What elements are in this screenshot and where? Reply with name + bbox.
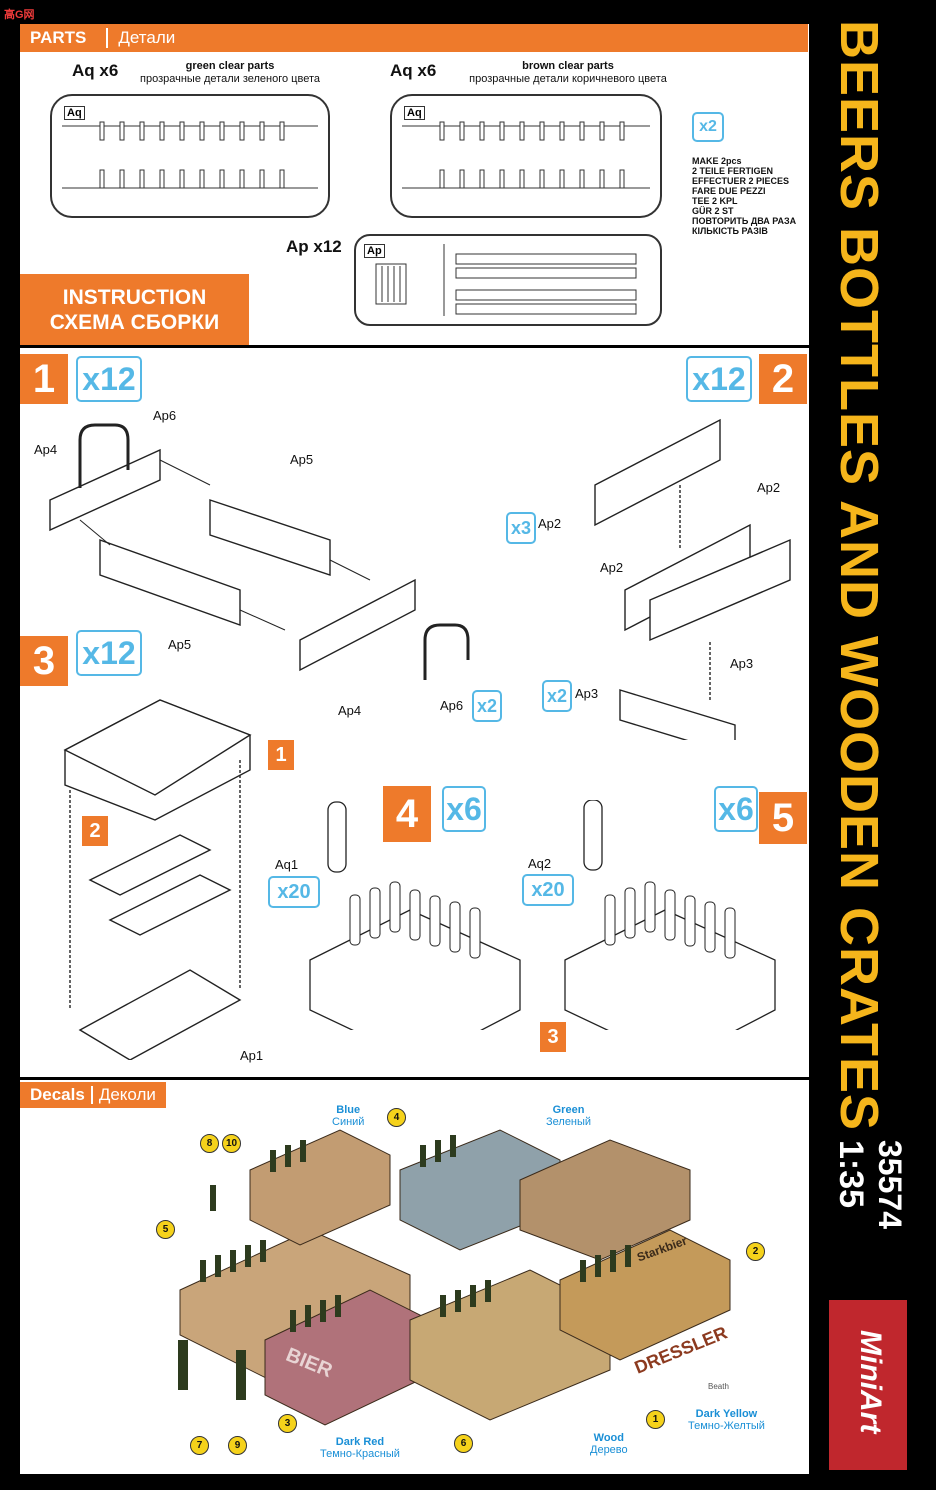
label-ap5-bottom: Ap5 bbox=[168, 637, 192, 652]
aq1-multiplier: x20 bbox=[268, 876, 320, 908]
sprue-aq-brown-caption: Aq x6 brown clear parts прозрачные детал… bbox=[390, 60, 667, 85]
sub-2-badge: 2 bbox=[82, 816, 108, 846]
ap2-multiplier: x3 bbox=[506, 512, 536, 544]
parts-title: PARTS bbox=[30, 28, 87, 47]
label-aq2: Aq2 bbox=[528, 856, 552, 871]
sprue-code: Aq bbox=[64, 106, 85, 120]
aq2-multiplier: x20 bbox=[522, 874, 574, 906]
sprue-ap-caption: Ap x12 bbox=[286, 237, 342, 256]
vertical-product-title: BEERS BOTTLES AND WOODEN CRATES bbox=[829, 20, 889, 1132]
ap6-multiplier: x2 bbox=[472, 690, 502, 722]
label-ap3-a: Ap3 bbox=[730, 656, 754, 671]
callout-3: 3 bbox=[278, 1414, 297, 1433]
step-5-multiplier: x6 bbox=[714, 786, 758, 832]
label-ap2-a: Ap2 bbox=[538, 516, 562, 531]
sprue-code: Ap bbox=[364, 244, 385, 258]
callout-9: 9 bbox=[228, 1436, 247, 1455]
header-divider bbox=[106, 28, 109, 48]
decals-header: Decals Деколи bbox=[20, 1082, 166, 1108]
label-ap4: Ap4 bbox=[34, 442, 58, 457]
step-3-number: 3 bbox=[20, 636, 68, 686]
label-ap5-top: Ap5 bbox=[290, 452, 314, 467]
watermark: 高G网 bbox=[4, 9, 35, 21]
step-4-number: 4 bbox=[383, 786, 431, 842]
miniart-logo: MiniArt bbox=[829, 1300, 907, 1470]
section-divider-top bbox=[20, 345, 809, 348]
callout-8: 8 bbox=[200, 1134, 219, 1153]
callout-6: 6 bbox=[454, 1434, 473, 1453]
label-ap4-right: Ap4 bbox=[338, 703, 362, 718]
step-1-drawing bbox=[49, 423, 470, 680]
label-ap2-b: Ap2 bbox=[600, 560, 624, 575]
step-2-multiplier: x12 bbox=[686, 356, 752, 402]
sprue-bottles bbox=[402, 121, 650, 189]
sprue-code: Aq bbox=[404, 106, 425, 120]
step-1-multiplier: x12 bbox=[76, 356, 142, 402]
sub-3-badge: 3 bbox=[540, 1022, 566, 1052]
parts-header: PARTS Детали bbox=[20, 24, 808, 52]
product-scale-catalog: 35574 1:35 bbox=[820, 1140, 910, 1250]
step-3-drawing bbox=[63, 699, 252, 1060]
step-2-drawing bbox=[594, 418, 791, 740]
sprue-parts bbox=[375, 244, 637, 316]
callout-1: 1 bbox=[646, 1410, 665, 1429]
callout-5: 5 bbox=[156, 1220, 175, 1239]
crates-with-bottles-drawing bbox=[309, 800, 776, 1030]
callout-2: 2 bbox=[746, 1242, 765, 1261]
section-divider-bottom bbox=[20, 1077, 809, 1080]
callout-10: 10 bbox=[222, 1134, 241, 1153]
crate-text-brand: Beath bbox=[708, 1382, 729, 1391]
callout-7: 7 bbox=[190, 1436, 209, 1455]
step-5-number: 5 bbox=[759, 792, 807, 844]
step-1-number: 1 bbox=[20, 354, 68, 404]
label-ap2-c: Ap2 bbox=[757, 480, 781, 495]
sprue-aq-brown: Aq bbox=[390, 94, 662, 218]
sprue-aq-green: Aq bbox=[50, 94, 330, 218]
sprue-bottles bbox=[62, 121, 318, 189]
sub-1-badge: 1 bbox=[268, 740, 294, 770]
label-ap6-right: Ap6 bbox=[440, 698, 464, 713]
label-ap1: Ap1 bbox=[240, 1048, 264, 1063]
callout-4: 4 bbox=[387, 1108, 406, 1127]
scale: 1:35 bbox=[832, 1140, 870, 1209]
step-2-number: 2 bbox=[759, 354, 807, 404]
label-ap3-b: Ap3 bbox=[575, 686, 599, 701]
instruction-banner: INSTRUCTION СХЕМА СБОРКИ bbox=[20, 274, 249, 346]
step-4-multiplier: x6 bbox=[442, 786, 486, 832]
catalog-number: 35574 bbox=[872, 1140, 908, 1229]
label-ap6: Ap6 bbox=[153, 408, 177, 423]
parts-title-ru: Детали bbox=[118, 28, 176, 47]
step-3-multiplier: x12 bbox=[76, 630, 142, 676]
label-aq1: Aq1 bbox=[275, 857, 299, 872]
make-multiplier-badge: x2 bbox=[692, 112, 724, 142]
ap3-multiplier: x2 bbox=[542, 680, 572, 712]
sprue-aq-green-caption: Aq x6 green clear parts прозрачные детал… bbox=[72, 60, 320, 85]
sprue-ap: Ap bbox=[354, 234, 662, 326]
decals-photo bbox=[178, 1129, 731, 1426]
